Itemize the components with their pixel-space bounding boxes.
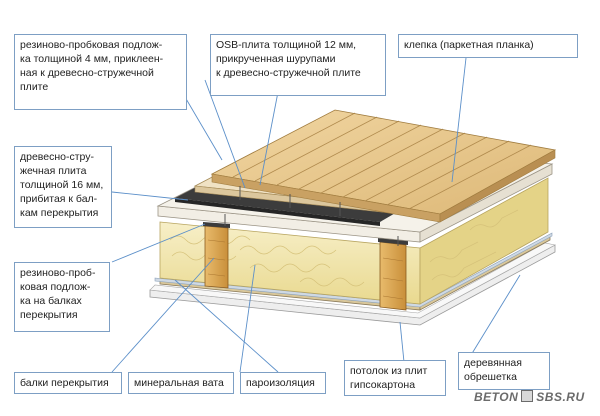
underlay-on-beams [203,222,408,245]
floor-beams [204,225,407,311]
watermark-right-text: SBS.RU [536,390,585,404]
leader-lines [111,57,521,373]
house-logo-icon [521,390,534,402]
site-watermark: BETON SBS.RU [474,390,585,404]
label-rubber-cork-underlay-beams: резиново-проб- ковая подлож- ка на балка… [14,262,110,332]
label-osb-board: OSB-плита толщиной 12 мм, прикрученная ш… [210,34,386,96]
label-parquet-plank: клепка (паркетная планка) [398,34,578,58]
label-rubber-cork-underlay-4mm: резиново-пробковая подлож- ка толщиной 4… [14,34,187,110]
gypsum-ceiling-layer [149,242,556,326]
label-mineral-wool: минеральная вата [128,372,234,394]
label-chipboard-16mm: древесно-стру- жечная плита толщиной 16 … [14,146,112,228]
watermark-left-text: BETON [474,390,519,404]
label-wood-lathing: деревянная обрешетка [458,352,550,390]
label-vapor-barrier: пароизоляция [240,372,326,394]
label-floor-beams: балки перекрытия [14,372,122,394]
label-gypsum-ceiling: потолок из плит гипсокартона [344,360,446,396]
parquet-planks [210,109,557,246]
